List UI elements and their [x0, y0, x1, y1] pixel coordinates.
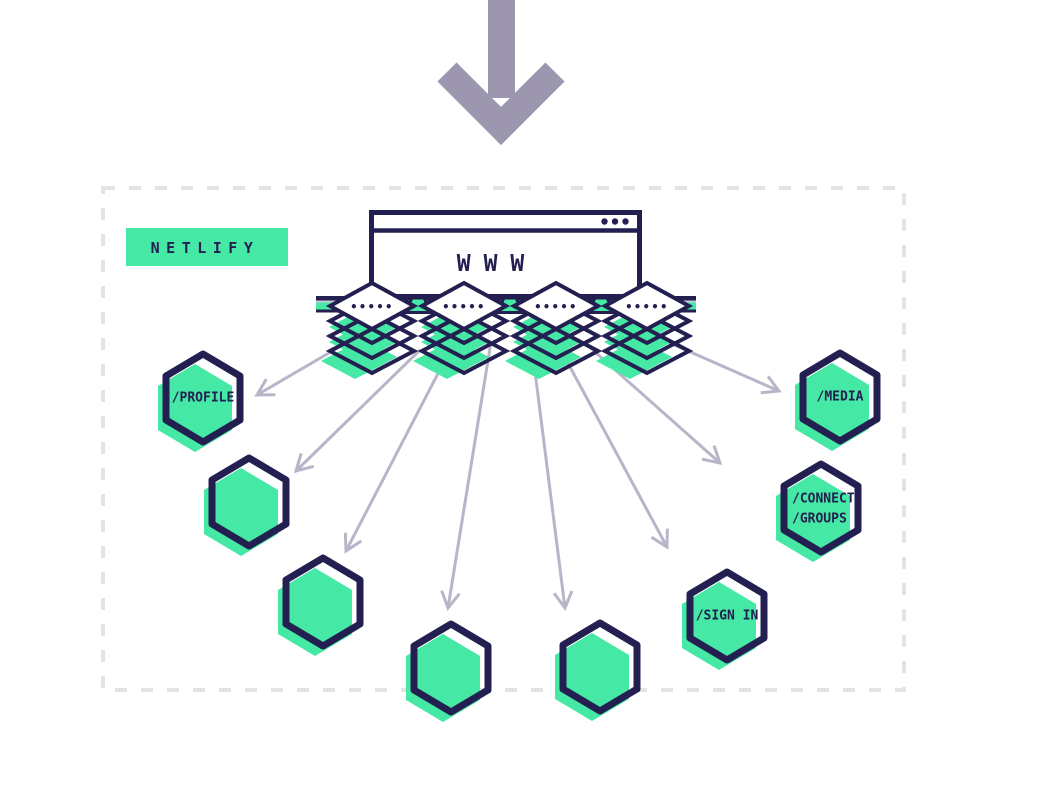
cdn-stack-2: ••••• [413, 281, 508, 379]
route-arrow-4 [440, 341, 493, 612]
cdn-stack-1: ••••• [321, 281, 416, 379]
browser-dot [622, 218, 629, 225]
route-arrow-3 [343, 357, 448, 554]
browser-dot [601, 218, 608, 225]
route-arrow-2 [293, 348, 422, 474]
route-arrow-sign-in [560, 351, 669, 550]
flow-down-arrow-stem [488, 0, 515, 98]
cdn-stack-dots: ••••• [350, 300, 394, 314]
browser-dot [611, 218, 619, 225]
route-arrows [254, 334, 782, 612]
cdn-stack-dots: ••••• [625, 300, 669, 314]
netlify-badge: NETLIFY [126, 228, 288, 266]
service-hex-label-line1: /CONNECT [792, 492, 855, 507]
boundary-dashed-box [101, 186, 906, 692]
service-hex-unlabeled-2 [278, 558, 360, 656]
service-hex-label: /SIGN IN [696, 609, 759, 624]
browser-www-label: WWW [457, 251, 538, 277]
browser-menu-dots-icon [601, 218, 629, 225]
netlify-badge-background [126, 228, 288, 266]
netlify-badge-label: NETLIFY [151, 239, 260, 257]
service-hex-label: /PROFILE [172, 391, 235, 406]
service-hex-label-line2: /GROUPS [792, 512, 847, 527]
cdn-stack-dots: ••••• [534, 300, 578, 314]
browser-window: WWW [369, 210, 642, 299]
flow-down-arrow [437, 0, 565, 146]
route-arrow-5 [531, 355, 574, 612]
service-hex-media: /MEDIA [795, 353, 877, 451]
service-hex-unlabeled-3 [406, 624, 488, 722]
flow-down-arrow-head [437, 62, 565, 146]
service-hex-label: /MEDIA [817, 390, 864, 405]
service-hex-unlabeled-1 [204, 458, 286, 556]
service-hex-connect-groups: /CONNECT /GROUPS [776, 464, 858, 562]
service-hex-unlabeled-4 [555, 623, 637, 721]
cdn-stack-dots: ••••• [442, 300, 486, 314]
cdn-stack-4: ••••• [596, 281, 691, 379]
service-hex-sign-in: /SIGN IN [682, 572, 764, 670]
service-hex-profile: /PROFILE [158, 354, 240, 452]
cdn-stack-3: ••••• [505, 281, 600, 379]
